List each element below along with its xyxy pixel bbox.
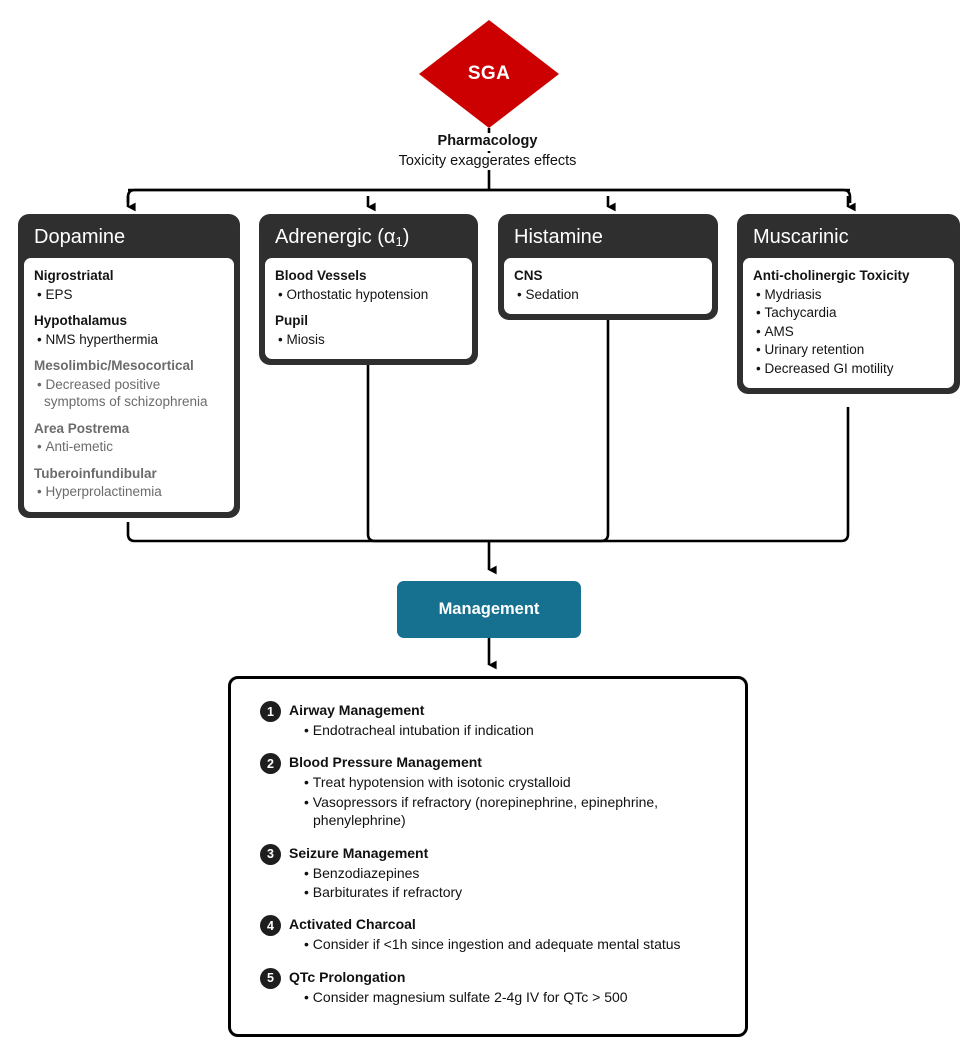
- step-item: • Consider if <1h since ingestion and ad…: [304, 936, 681, 953]
- step-number-badge: 3: [260, 843, 281, 865]
- step-item-text: Consider if <1h since ingestion and adeq…: [312, 936, 681, 953]
- card-histamine-title: Histamine: [514, 226, 603, 248]
- group-item: • Urinary retention: [756, 342, 865, 358]
- step-item: • Vasopressors if refractory (norepineph…: [304, 793, 659, 829]
- group-head: Hypothalamus: [34, 313, 128, 329]
- step-title: Airway Management: [289, 702, 425, 718]
- step-item-text: Treat hypotension with isotonic crystall…: [312, 774, 571, 791]
- group-item-text: Urinary retention: [764, 342, 865, 358]
- step-seizure-management: 3 Seizure Management • Benzodiazepines •…: [251, 843, 725, 902]
- step-number-badge: 2: [260, 753, 281, 775]
- group-item: • Decreased positive symptoms of schizop…: [37, 376, 208, 410]
- step-airway-management: 1 Airway Management • Endotracheal intub…: [251, 701, 725, 739]
- group-head: Nigrostriatal: [34, 268, 114, 283]
- group-head: Tuberoinfundibular: [34, 465, 157, 481]
- card-dopamine[interactable]: Dopamine Nigrostriatal • EPS Hypothalamu…: [18, 214, 240, 519]
- pharmacology-caption: Pharmacology Toxicity exaggerates effect…: [0, 131, 975, 171]
- group-blood-vessels: Blood Vessels • Orthostatic hypotension: [275, 267, 462, 303]
- group-item: • EPS: [37, 286, 73, 302]
- card-adrenergic-title-subscript: 1: [395, 234, 403, 249]
- group-item: • AMS: [756, 323, 794, 339]
- group-anticholinergic-toxicity: Anti-cholinergic Toxicity • Mydriasis • …: [753, 267, 944, 377]
- step-item-text: Barbiturates if refractory: [312, 884, 463, 901]
- card-muscarinic-title: Muscarinic: [753, 226, 849, 248]
- card-adrenergic-body: Blood Vessels • Orthostatic hypotension …: [265, 258, 472, 360]
- card-adrenergic-title-tail: ): [402, 226, 410, 248]
- group-pupil: Pupil • Miosis: [275, 312, 462, 348]
- group-cns: CNS • Sedation: [514, 267, 702, 303]
- group-head: Pupil: [275, 313, 308, 329]
- pharmacology-title: Pharmacology: [431, 133, 544, 151]
- group-item-text: Miosis: [286, 331, 325, 347]
- card-muscarinic-body: Anti-cholinergic Toxicity • Mydriasis • …: [743, 258, 954, 389]
- node-sga-label: SGA: [467, 63, 511, 84]
- group-item-text: Sedation: [525, 286, 579, 302]
- step-item-text: Vasopressors if refractory (norepinephri…: [312, 793, 659, 829]
- step-qtc-prolongation: 5 QTc Prolongation • Consider magnesium …: [251, 967, 725, 1006]
- group-item: • Hyperprolactinemia: [37, 484, 162, 500]
- step-item: • Treat hypotension with isotonic crysta…: [304, 774, 571, 791]
- card-histamine-body: CNS • Sedation: [504, 258, 712, 315]
- step-activated-charcoal: 4 Activated Charcoal • Consider if <1h s…: [251, 915, 725, 953]
- card-dopamine-body: Nigrostriatal • EPS Hypothalamus • NMS h…: [24, 258, 234, 513]
- group-item-text: EPS: [45, 286, 73, 302]
- group-nigrostriatal: Nigrostriatal • EPS: [34, 267, 224, 303]
- group-tuberoinfundibular: Tuberoinfundibular • Hyperprolactinemia: [34, 465, 224, 501]
- card-adrenergic-title-main: Adrenergic (α: [275, 226, 396, 248]
- group-item: • Sedation: [517, 286, 579, 302]
- card-adrenergic-title: Adrenergic (α1): [265, 220, 472, 258]
- group-item-text: Mydriasis: [764, 286, 822, 302]
- group-head: Blood Vessels: [275, 268, 367, 283]
- step-number-badge: 1: [260, 701, 281, 722]
- group-area-postrema: Area Postrema • Anti-emetic: [34, 420, 224, 456]
- group-item-text: Decreased GI motility: [764, 360, 894, 376]
- group-item: • Decreased GI motility: [756, 360, 894, 376]
- group-item-text: Anti-emetic: [45, 439, 114, 455]
- card-dopamine-title: Dopamine: [34, 226, 126, 248]
- group-item-text: AMS: [764, 323, 794, 339]
- step-title: Blood Pressure Management: [289, 754, 482, 771]
- card-histamine[interactable]: Histamine CNS • Sedation: [498, 214, 718, 321]
- group-item-text: NMS hyperthermia: [45, 331, 159, 347]
- node-management[interactable]: Management: [397, 581, 581, 638]
- step-item: • Benzodiazepines: [304, 864, 420, 881]
- card-adrenergic[interactable]: Adrenergic (α1) Blood Vessels • Orthosta…: [259, 214, 478, 366]
- group-item: • Miosis: [278, 331, 325, 347]
- step-title: Seizure Management: [289, 844, 429, 861]
- step-item-text: Benzodiazepines: [312, 864, 420, 881]
- management-steps-panel: 1 Airway Management • Endotracheal intub…: [228, 676, 748, 1037]
- step-title: Activated Charcoal: [289, 916, 416, 933]
- step-number-badge: 4: [260, 915, 281, 937]
- group-item: • Tachycardia: [756, 305, 837, 321]
- group-item-text: Tachycardia: [764, 305, 837, 321]
- step-item: • Consider magnesium sulfate 2-4g IV for…: [304, 988, 628, 1005]
- step-item: • Endotracheal intubation if indication: [304, 721, 534, 738]
- pharmacology-subtitle: Toxicity exaggerates effects: [392, 152, 583, 171]
- group-head: Anti-cholinergic Toxicity: [753, 268, 910, 283]
- group-head: CNS: [514, 268, 543, 283]
- group-mesolimbic-mesocortical: Mesolimbic/Mesocortical • Decreased posi…: [34, 357, 224, 411]
- step-number-badge: 5: [260, 967, 281, 989]
- group-item-text: Decreased positive symptoms of schizophr…: [44, 376, 208, 410]
- node-sga[interactable]: SGA: [419, 20, 559, 128]
- step-title: QTc Prolongation: [289, 968, 406, 985]
- group-head: Mesolimbic/Mesocortical: [34, 358, 194, 374]
- group-item-text: Hyperprolactinemia: [45, 484, 162, 500]
- group-hypothalamus: Hypothalamus • NMS hyperthermia: [34, 312, 224, 348]
- group-item: • NMS hyperthermia: [37, 331, 159, 347]
- step-item-text: Consider magnesium sulfate 2-4g IV for Q…: [312, 988, 628, 1005]
- group-item: • Orthostatic hypotension: [278, 286, 429, 302]
- group-item: • Anti-emetic: [37, 439, 114, 455]
- card-muscarinic[interactable]: Muscarinic Anti-cholinergic Toxicity • M…: [737, 214, 960, 395]
- group-head: Area Postrema: [34, 420, 130, 436]
- group-item: • Mydriasis: [756, 286, 822, 302]
- group-item-text: Orthostatic hypotension: [286, 286, 429, 302]
- step-item: • Barbiturates if refractory: [304, 884, 463, 901]
- step-item-text: Endotracheal intubation if indication: [312, 721, 534, 738]
- node-management-label: Management: [438, 600, 540, 618]
- step-blood-pressure-management: 2 Blood Pressure Management • Treat hypo…: [251, 753, 725, 829]
